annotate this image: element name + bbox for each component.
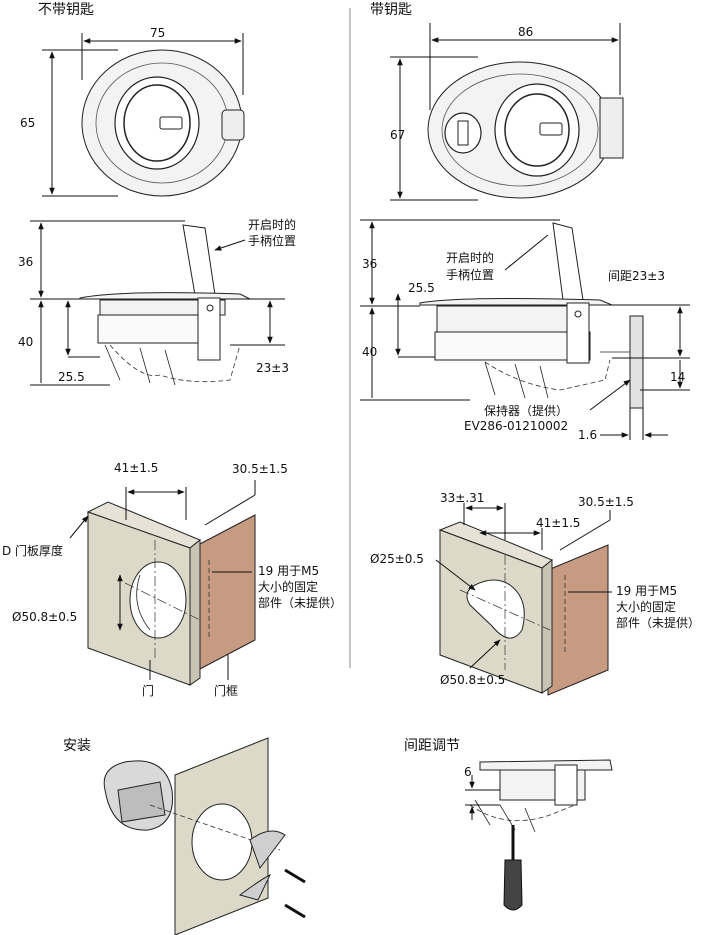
left-hole-dia: Ø50.8±0.5 bbox=[12, 610, 77, 624]
left-side-dim-36: 36 bbox=[18, 255, 33, 269]
left-side-dim-40: 40 bbox=[18, 335, 33, 349]
right-key-dia: Ø25±0.5 bbox=[370, 552, 424, 566]
adjust-view: 间距调节 6 bbox=[404, 738, 613, 911]
left-height-dim: 65 bbox=[20, 116, 35, 130]
right-dim-16: 1.6 bbox=[578, 428, 597, 442]
adjust-dim-6: 6 bbox=[464, 765, 472, 779]
left-handle-note-2: 手柄位置 bbox=[248, 233, 296, 248]
left-thickness-label: D 门板厚度 bbox=[2, 543, 63, 558]
right-screw-note-2: 大小的固定 bbox=[616, 599, 676, 614]
left-handle-note-1: 开启时的 bbox=[248, 217, 296, 232]
install-view: 安装 bbox=[63, 737, 306, 935]
right-cutout-dim-41: 41±1.5 bbox=[536, 516, 580, 530]
left-cutout-dim-305: 30.5±1.5 bbox=[232, 462, 288, 476]
left-cutout-view: 41±1.5 30.5±1.5 D 门板厚度 Ø50.8±0.5 19 用于M5… bbox=[2, 461, 342, 698]
left-cutout-dim-41: 41±1.5 bbox=[114, 461, 158, 475]
right-handle-note-1: 开启时的 bbox=[446, 250, 494, 265]
left-top-view: 不带钥匙 75 65 bbox=[20, 2, 245, 197]
left-door-label: 门 bbox=[142, 683, 154, 698]
right-side-dim-255: 25.5 bbox=[408, 281, 435, 295]
right-screw-note-3: 部件（未提供） bbox=[616, 615, 700, 630]
right-spacing-dim: 间距23±3 bbox=[608, 269, 665, 283]
right-bracket-note-1: 保持器（提供） bbox=[484, 403, 568, 418]
right-handle-note-2: 手柄位置 bbox=[446, 267, 494, 282]
left-frame-label: 门框 bbox=[214, 683, 238, 698]
left-side-dim-255: 25.5 bbox=[58, 370, 85, 384]
left-side-view: 36 40 25.5 23±3 开启时的 手柄位置 bbox=[18, 217, 296, 386]
left-screw-note-3: 部件（未提供） bbox=[258, 595, 342, 610]
left-screw-note-1: 19 用于M5 bbox=[258, 564, 319, 578]
adjust-title: 间距调节 bbox=[404, 738, 460, 754]
right-title: 带钥匙 bbox=[370, 2, 412, 18]
left-side-dim-23: 23±3 bbox=[256, 361, 289, 375]
right-width-dim: 86 bbox=[518, 25, 533, 39]
right-cutout-view: 33±.31 41±1.5 30.5±1.5 Ø25±0.5 Ø50.8±0.5… bbox=[370, 491, 700, 696]
right-cutout-dim-33: 33±.31 bbox=[440, 491, 484, 505]
right-height-dim: 67 bbox=[390, 128, 405, 142]
right-top-view: 带钥匙 86 67 bbox=[370, 2, 624, 201]
left-width-dim: 75 bbox=[150, 26, 165, 40]
left-screw-note-2: 大小的固定 bbox=[258, 579, 318, 594]
right-screw-note-1: 19 用于M5 bbox=[616, 584, 677, 598]
right-dim-14: 14 bbox=[670, 370, 685, 384]
right-side-dim-40: 40 bbox=[362, 345, 377, 359]
right-cutout-dim-305: 30.5±1.5 bbox=[578, 495, 634, 509]
right-hole-dia: Ø50.8±0.5 bbox=[440, 673, 505, 687]
right-side-view: 36 25.5 40 开启时的 手柄位置 间距23±3 14 保持器（提供） E… bbox=[360, 219, 690, 442]
right-bracket-note-2: EV286-01210002 bbox=[464, 419, 568, 433]
right-side-dim-36: 36 bbox=[362, 257, 377, 271]
install-title: 安装 bbox=[63, 738, 91, 754]
left-title: 不带钥匙 bbox=[38, 2, 94, 18]
